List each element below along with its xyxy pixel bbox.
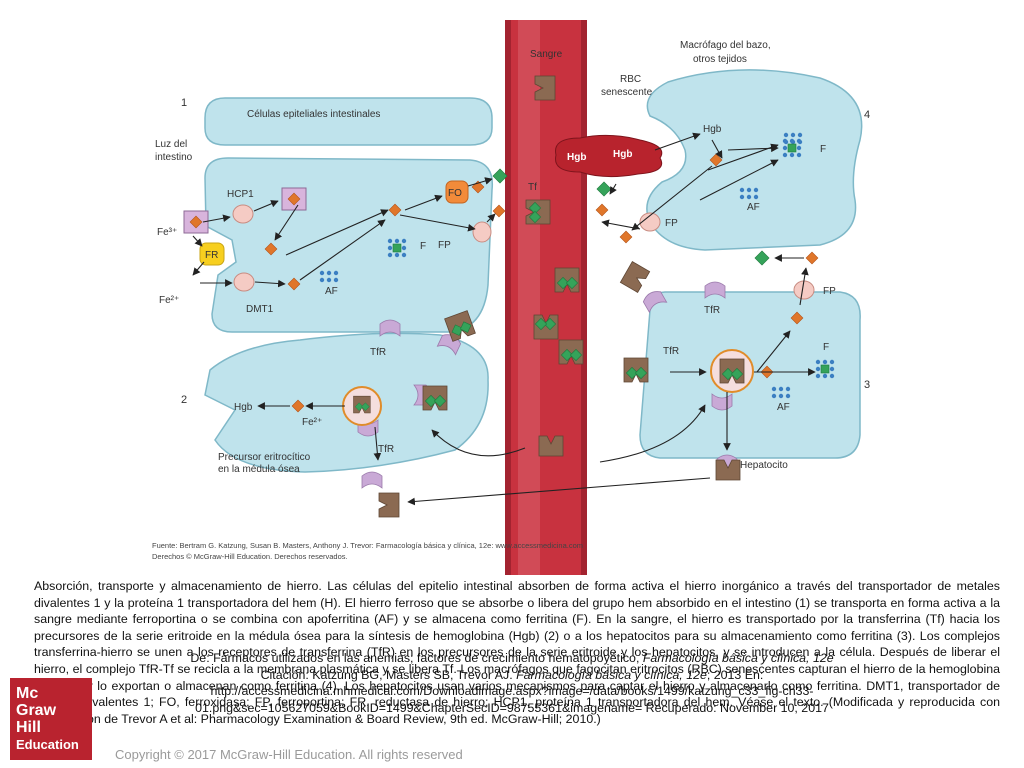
label-fe2-erythroid: Fe²⁺ — [302, 417, 322, 428]
label-fr: FR — [205, 250, 218, 261]
tf-complex-hepatocyte — [623, 357, 649, 383]
label-fo: FO — [448, 188, 462, 199]
label-macrofago-1: Macrófago del bazo, — [680, 40, 771, 51]
label-rbc-1: RBC — [620, 74, 641, 85]
label-num-3: 3 — [864, 379, 870, 391]
source-line-1: Fuente: Bertram G. Katzung, Susan B. Mas… — [152, 541, 583, 550]
label-f-intestine: F — [420, 241, 426, 252]
label-luz-2: intestino — [155, 152, 193, 163]
senescent-rbc — [555, 134, 663, 178]
label-tfr-erythroid-bottom: TfR — [378, 444, 394, 455]
intestinal-top-cell — [204, 97, 493, 146]
citation-line-1: De: Fármacos utilizados en las anemias; … — [0, 650, 1024, 667]
logo-line-1: Mc — [16, 685, 39, 702]
logo-line-4: Education — [16, 737, 79, 752]
label-sangre: Sangre — [530, 49, 563, 60]
citation-line-3[interactable]: http://accessmedicina.mhmedical.com/Down… — [210, 684, 814, 699]
label-hgb-rbc-2: Hgb — [613, 149, 632, 160]
label-af-hepatocyte: AF — [777, 402, 790, 413]
label-celulas-epiteliales: Células epiteliales intestinales — [247, 109, 380, 120]
label-dmt1: DMT1 — [246, 304, 274, 315]
citation-line-4[interactable]: 01.png&sec=105627059&BookID=1499&Chapter… — [195, 700, 829, 715]
label-hepatocito: Hepatocito — [740, 460, 788, 471]
tfr-erythroid-low — [361, 471, 383, 489]
tf-empty-erythroid-bottom — [378, 492, 400, 518]
ferritin-macrophage — [782, 138, 802, 158]
label-f-hepatocyte: F — [823, 342, 829, 353]
citation-block: De: Fármacos utilizados en las anemias; … — [0, 650, 1024, 716]
label-fp-hepatocyte: FP — [823, 286, 836, 297]
mcgraw-hill-logo: Mc Graw Hill Education — [10, 678, 92, 760]
label-hcp1: HCP1 — [227, 189, 254, 200]
heme-box-lumen — [183, 210, 209, 234]
macrophage-cell — [646, 69, 863, 251]
iron-absorption-diagram: Sangre Macrófago del bazo, otros tejidos… — [152, 20, 870, 575]
ferritin-intestine — [387, 238, 407, 258]
ferritin-hepatocyte — [815, 359, 835, 379]
tf-empty-hepatocyte-exit — [619, 261, 651, 293]
logo-line-3: Hill — [16, 719, 41, 736]
label-luz-1: Luz del — [155, 139, 187, 150]
ferroportin-macrophage — [639, 212, 661, 232]
label-precursor-1: Precursor eritrocítico — [218, 452, 311, 463]
copyright-notice: Copyright © 2017 McGraw-Hill Education. … — [115, 747, 463, 762]
label-num-2: 2 — [181, 394, 187, 406]
citation-year: ; 2013 En: — [706, 667, 764, 682]
label-rbc-2: senescente — [601, 87, 653, 98]
hcp1-transporter — [232, 204, 254, 224]
flow-arrows — [192, 132, 816, 506]
figure-caption: Absorción, transporte y almacenamiento d… — [34, 579, 1000, 726]
label-fp-intestine: FP — [438, 240, 451, 251]
citation-authors: Citación: Katzung BG, Masters SB, Trevor… — [260, 667, 517, 682]
heme-box-cell — [281, 187, 307, 211]
label-fe2: Fe²⁺ — [159, 295, 179, 306]
iron-reductase — [199, 242, 225, 266]
label-af-intestine: AF — [325, 286, 338, 297]
label-tfr-erythroid-top: TfR — [370, 347, 386, 358]
label-num-1: 1 — [181, 97, 187, 109]
ferroxidase — [445, 180, 469, 204]
label-num-4: 4 — [864, 109, 870, 121]
dmt1-transporter — [233, 272, 255, 292]
label-fp-macrophage: FP — [665, 218, 678, 229]
label-tf: Tf — [528, 182, 537, 193]
citation-line-2: Citación: Katzung BG, Masters SB, Trevor… — [0, 667, 1024, 684]
label-macrofago-2: otros tejidos — [693, 54, 747, 65]
endosome-erythroid — [342, 386, 382, 426]
citation-from: De: Fármacos utilizados en las anemias; … — [190, 651, 643, 665]
ferroportin-intestine — [472, 221, 492, 243]
label-hgb-rbc-1: Hgb — [567, 152, 586, 163]
label-tfr-hepatocyte-top: TfR — [704, 305, 720, 316]
label-af-macrophage: AF — [747, 202, 760, 213]
citation-book-title-2: Farmacología básica y clínica, 12e — [516, 667, 707, 682]
logo-line-2: Graw — [16, 702, 57, 719]
citation-book-title: Farmacología básica y clínica, 12e — [642, 651, 834, 665]
label-precursor-2: en la médula ósea — [218, 464, 300, 475]
label-tfr-hepatocyte-mid: TfR — [663, 346, 679, 357]
label-hgb-erythroid: Hgb — [234, 402, 253, 413]
label-f-macrophage: F — [820, 144, 826, 155]
blood-vessel — [505, 20, 587, 575]
source-line-2: Derechos © McGraw-Hill Education. Derech… — [152, 552, 348, 561]
label-hgb-macrophage: Hgb — [703, 124, 722, 135]
label-fe3: Fe³⁺ — [157, 227, 177, 238]
